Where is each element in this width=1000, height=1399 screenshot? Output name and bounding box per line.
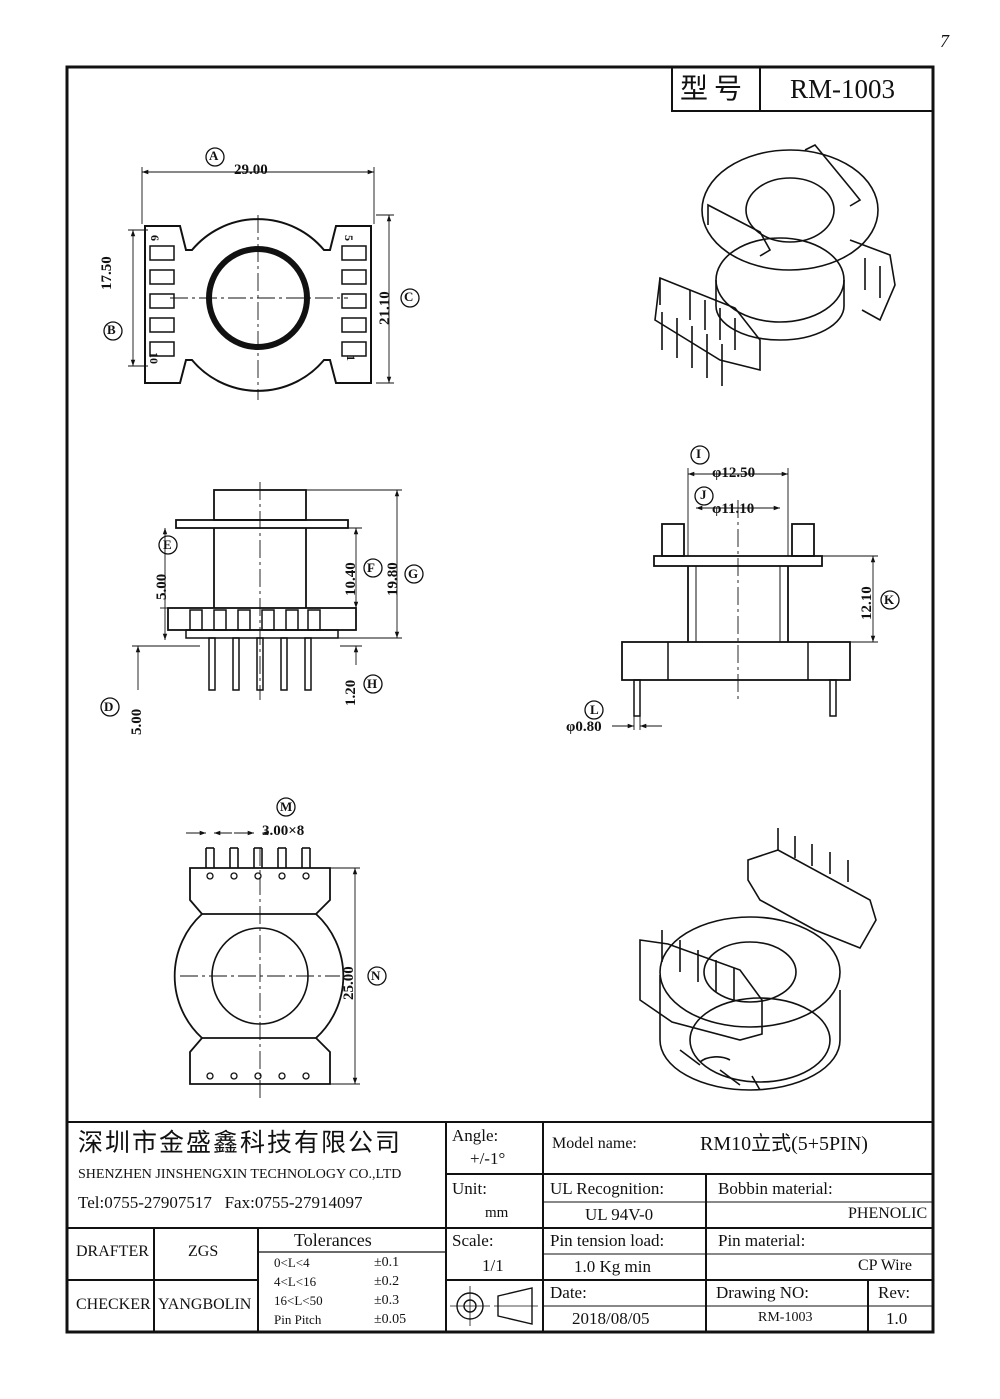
tolerance-range-3: 16<L<50 <box>274 1293 323 1308</box>
model-label: 型号 <box>680 72 749 105</box>
sheet-border <box>65 65 935 1334</box>
letter-m: M <box>280 799 293 814</box>
drawing-no-value: RM-1003 <box>758 1310 813 1325</box>
tolerance-range-4: Pin Pitch <box>274 1312 322 1327</box>
dim-d: 5.00 <box>129 708 145 735</box>
checker-label: CHECKER <box>76 1296 151 1313</box>
dim-j: φ11.10 <box>712 501 755 517</box>
dim-k: 12.10 <box>859 586 875 620</box>
title-box <box>671 66 934 112</box>
company-contact: Tel:0755-27907517 Fax:0755-27914097 <box>78 1193 363 1212</box>
pin-material-value: CP Wire <box>858 1257 913 1274</box>
letter-e: E <box>163 537 172 552</box>
unit-value: mm <box>485 1205 509 1221</box>
letter-b: B <box>107 322 116 337</box>
angle-label: Angle: <box>452 1126 499 1145</box>
angle-value: +/-1° <box>470 1149 506 1168</box>
letter-c: C <box>404 289 414 304</box>
model-name-value: RM10立式(5+5PIN) <box>700 1133 868 1155</box>
unit-label: Unit: <box>452 1179 487 1198</box>
pin-tension-value: 1.0 Kg min <box>574 1257 651 1276</box>
drafter-label: DRAFTER <box>76 1243 149 1260</box>
projection-symbol-icon <box>450 1286 538 1326</box>
letter-f: F <box>367 560 375 575</box>
tolerance-range-1: 0<L<4 <box>274 1255 310 1270</box>
ul-value: UL 94V-0 <box>585 1205 654 1224</box>
tolerances-title: Tolerances <box>294 1230 372 1250</box>
letter-n: N <box>371 968 381 983</box>
front-view <box>100 482 424 717</box>
bobbin-value: PHENOLIC <box>848 1205 928 1222</box>
letter-d: D <box>104 699 114 714</box>
dim-f: 10.40 <box>343 562 359 596</box>
dim-m: 3.00×8 <box>262 823 305 839</box>
dim-h: 1.20 <box>343 679 359 706</box>
bobbin-label: Bobbin material: <box>718 1179 833 1198</box>
dim-i: φ12.50 <box>712 465 756 481</box>
letter-j: J <box>700 487 707 502</box>
dim-n: 25.00 <box>341 966 357 1000</box>
tolerance-range-2: 4<L<16 <box>274 1274 317 1289</box>
isometric-view-bottom <box>639 828 877 1091</box>
top-view <box>103 147 420 400</box>
pin-tension-label: Pin tension load: <box>550 1231 665 1250</box>
bottom-view <box>173 797 387 1100</box>
rev-label: Rev: <box>878 1283 911 1302</box>
pin-label-left-top: 6 <box>148 235 162 241</box>
letter-k: K <box>884 592 895 607</box>
isometric-view-top <box>654 143 896 386</box>
letter-i: I <box>696 446 702 461</box>
rev-value: 1.0 <box>886 1309 908 1328</box>
dim-a: 29.00 <box>234 162 268 178</box>
page-mark: 7 <box>940 31 949 51</box>
pin-label-right-bottom: 1 <box>344 355 358 361</box>
info-table-grid <box>67 1121 933 1332</box>
scale-label: Scale: <box>452 1231 494 1250</box>
letter-g: G <box>408 566 419 581</box>
model-name-label: Model name: <box>552 1135 637 1152</box>
dim-l: φ0.80 <box>566 719 602 735</box>
dim-c: 21.10 <box>377 291 393 325</box>
date-label: Date: <box>550 1283 587 1302</box>
dim-g: 19.80 <box>385 562 401 596</box>
side-view <box>584 445 900 730</box>
pin-label-right-top: 5 <box>342 235 356 241</box>
date-value: 2018/08/05 <box>572 1309 650 1328</box>
tolerance-value-3: ±0.3 <box>374 1293 400 1308</box>
tolerance-value-2: ±0.2 <box>374 1274 400 1289</box>
letter-l: L <box>590 702 599 717</box>
company-name-cn: 深圳市金盛鑫科技有限公司 <box>78 1128 403 1157</box>
drawing-no-label: Drawing NO: <box>716 1283 810 1302</box>
dim-e: 5.00 <box>154 573 170 600</box>
scale-value: 1/1 <box>482 1256 504 1275</box>
letter-h: H <box>367 676 378 691</box>
letter-a: A <box>209 148 219 163</box>
ul-label: UL Recognition: <box>550 1179 665 1198</box>
checker-value: YANGBOLIN <box>158 1296 252 1313</box>
tolerance-value-1: ±0.1 <box>374 1255 400 1270</box>
model-value: RM-1003 <box>790 74 896 104</box>
drafter-value: ZGS <box>188 1243 219 1260</box>
company-name-en: SHENZHEN JINSHENGXIN TECHNOLOGY CO.,LTD <box>78 1167 402 1182</box>
pin-material-label: Pin material: <box>718 1231 806 1250</box>
pin-label-left-bottom: 10 <box>147 352 161 364</box>
dim-b: 17.50 <box>99 256 115 290</box>
tolerance-value-4: ±0.05 <box>374 1312 407 1327</box>
